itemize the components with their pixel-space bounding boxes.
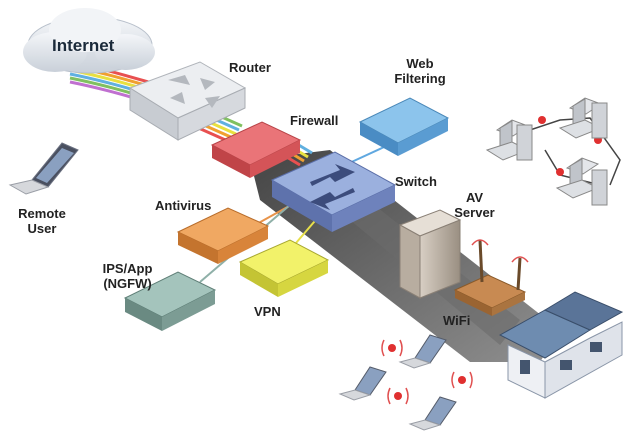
firewall-label: Firewall <box>290 113 339 128</box>
vpn-label: VPN <box>254 304 281 319</box>
ips-label-line2: (NGFW) <box>103 276 152 291</box>
server-icon <box>398 209 462 299</box>
router-label: Router <box>229 60 271 75</box>
web-filtering-label: Web Filtering <box>390 56 450 86</box>
desktop-icon <box>555 157 608 206</box>
ips-icon <box>123 271 217 331</box>
switch-icon <box>270 151 397 232</box>
vpn-icon <box>238 239 330 297</box>
antivirus-label: Antivirus <box>155 198 212 213</box>
web-filter-icon <box>358 97 450 156</box>
desktop-icon <box>558 97 608 139</box>
laptop-icon <box>398 334 447 369</box>
av-server-label-line2: Server <box>454 205 495 220</box>
ips-label: IPS/App (NGFW) <box>95 261 160 291</box>
laptop-icon <box>8 142 79 195</box>
house-icon <box>498 291 624 399</box>
laptop-icon <box>338 366 387 401</box>
desktop-network <box>485 97 621 206</box>
remote-user-label-line2: User <box>27 221 57 236</box>
web-filtering-label-line2: Filtering <box>394 71 446 86</box>
av-server-label: AV Server <box>452 190 497 220</box>
ips-label-line1: IPS/App <box>102 261 153 276</box>
wifi-router-icon <box>453 239 529 316</box>
cloud-icon <box>23 8 155 74</box>
firewall-icon <box>210 121 302 178</box>
laptop-icon <box>408 396 457 431</box>
desktop-icon <box>485 119 533 161</box>
av-server-label-line1: AV <box>465 190 484 205</box>
remote-user-label-line1: Remote <box>18 206 66 221</box>
router-icon <box>128 61 247 141</box>
internet-label: Internet <box>52 36 115 55</box>
wifi-label: WiFi <box>443 313 471 328</box>
web-filtering-label-line1: Web <box>406 56 434 71</box>
switch-label: Switch <box>395 174 437 189</box>
remote-user-label: Remote User <box>12 206 72 236</box>
antivirus-icon <box>176 207 270 264</box>
wifi-laptops <box>338 334 473 431</box>
